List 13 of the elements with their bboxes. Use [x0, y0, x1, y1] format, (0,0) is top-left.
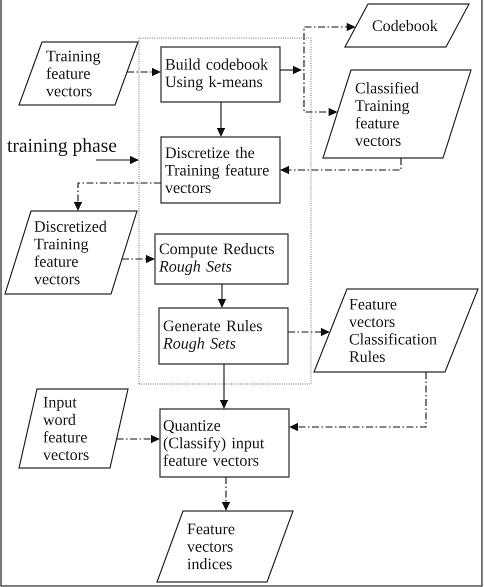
data-parallelogram: Discretized Training feature vectors	[4, 210, 138, 295]
data-parallelogram: Feature vectors indices	[156, 510, 294, 583]
process-box: Compute Reducts Rough Sets	[154, 233, 289, 285]
data-parallelogram: Feature vectors Classification Rules	[313, 288, 479, 373]
phase-label: training phase	[7, 138, 116, 156]
data-parallelogram: Training feature vectors	[18, 41, 139, 106]
process-box: Quantize (Classify) input feature vectors	[159, 408, 290, 478]
process-box: Generate Rules Rough Sets	[158, 307, 289, 365]
data-parallelogram: Input word feature vectors	[18, 388, 129, 469]
data-parallelogram: Classified Training feature vectors	[322, 69, 472, 159]
group-frame	[138, 38, 312, 384]
process-box: Build codebook Using k-means	[160, 46, 281, 103]
process-box: Discretize the Training feature vectors	[160, 136, 281, 204]
